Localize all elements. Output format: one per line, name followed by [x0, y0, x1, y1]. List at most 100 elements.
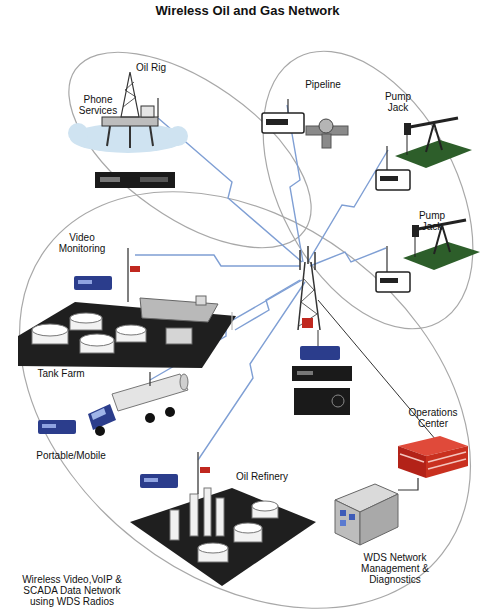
radio-box	[38, 420, 76, 434]
site-label: Tank Farm	[28, 368, 94, 379]
site-label: Video Monitoring	[52, 232, 112, 254]
tank-top	[252, 501, 278, 511]
refinery-illustration	[130, 452, 316, 586]
pump-beam	[410, 118, 458, 127]
network-switch	[294, 388, 350, 415]
site-node: Video MonitoringTank Farm	[18, 230, 238, 372]
rack-detail	[100, 177, 120, 182]
tank-cap	[180, 374, 188, 390]
site-label: Pipeline	[298, 79, 348, 90]
radio-rack	[292, 366, 352, 381]
ship-deckhouse	[196, 296, 206, 305]
radio-box	[300, 346, 340, 360]
radio-rack	[95, 172, 175, 188]
pipe	[322, 134, 331, 148]
tank-top	[198, 543, 228, 553]
radio-box	[74, 276, 112, 290]
radio-link	[308, 150, 388, 262]
radio-box	[376, 170, 410, 190]
platform	[130, 488, 316, 586]
rig-leg	[107, 126, 110, 146]
video-camera	[130, 266, 140, 272]
management-console-illustration	[335, 484, 398, 545]
radio-link	[158, 118, 302, 262]
radio-detail	[144, 478, 158, 482]
rig-leg	[129, 126, 131, 148]
tank-top	[70, 313, 102, 323]
cloud	[168, 126, 188, 146]
mobile-illustration	[38, 372, 188, 436]
truck-cab	[88, 404, 116, 430]
link-line	[398, 478, 418, 490]
radio-detail	[42, 424, 56, 428]
polished-rod	[415, 237, 416, 257]
site-node: Phone Services Oil Rig	[68, 60, 186, 192]
tank-top	[80, 334, 114, 346]
radio-box	[140, 474, 178, 488]
site-label: Oil Refinery	[222, 471, 302, 482]
site-label: Phone Services	[72, 94, 124, 116]
truck-window	[91, 408, 106, 420]
plant-unit	[166, 328, 192, 344]
radio-link	[135, 255, 300, 266]
tank-top	[32, 324, 68, 336]
pump-frame	[442, 225, 450, 252]
site-label: Portable/Mobile	[28, 450, 114, 461]
antenna-pole	[386, 146, 387, 170]
console-screen	[349, 514, 355, 520]
horse-head	[404, 123, 411, 135]
polished-rod	[407, 135, 408, 155]
camera-pole	[197, 452, 199, 494]
tank-farm-illustration	[18, 248, 236, 368]
site-node: Portable/Mobile	[36, 370, 190, 464]
window-band	[400, 454, 424, 462]
rig-building	[141, 106, 154, 117]
site-label: WDS Network Management & Diagnostics	[350, 552, 440, 585]
antenna	[287, 99, 288, 113]
region-ellipse	[220, 16, 495, 364]
console-screen	[340, 510, 346, 516]
radio-detail	[78, 280, 92, 284]
console-front	[335, 500, 360, 545]
switch-dial	[332, 395, 344, 407]
valve	[319, 119, 333, 133]
console-screen	[340, 520, 346, 526]
antenna	[231, 312, 232, 330]
console-side	[360, 494, 398, 545]
refinery-tower	[190, 494, 198, 536]
rack-detail	[140, 177, 168, 182]
site-node: Pump Jack	[372, 90, 474, 192]
antenna-pole	[386, 246, 387, 272]
refinery-tower	[216, 498, 224, 536]
derrick-lattice	[123, 82, 136, 107]
tank-top	[116, 325, 146, 335]
site-label: Oil Rig	[128, 62, 174, 73]
cloud	[68, 123, 88, 143]
antenna	[157, 98, 158, 117]
refinery-tower	[170, 510, 179, 540]
tower-cable	[318, 330, 319, 346]
site-node: Pipeline	[258, 78, 350, 150]
tower-radio	[302, 318, 313, 328]
pipeline-illustration	[262, 99, 348, 148]
site-node: Pump Jack	[372, 206, 482, 294]
oil-rig-illustration	[68, 72, 188, 188]
rack-detail	[297, 371, 313, 375]
antenna	[149, 372, 150, 386]
radio-link	[310, 248, 386, 266]
diagram-caption: Wireless Video,VoIP & SCADA Data Network…	[16, 574, 128, 607]
wheel	[95, 426, 105, 436]
diagram-title: Wireless Oil and Gas Network	[0, 3, 495, 18]
site-label: Operations Center	[403, 407, 463, 429]
radio-box	[376, 272, 410, 292]
tank-top	[234, 523, 262, 533]
camera-pole	[127, 248, 129, 302]
tower-antenna	[314, 252, 316, 270]
wheel	[145, 413, 155, 423]
radio-box	[262, 113, 304, 133]
operations-center-illustration	[398, 436, 468, 478]
wheel	[165, 407, 175, 417]
radio-detail	[380, 176, 398, 181]
building-front	[398, 446, 426, 478]
